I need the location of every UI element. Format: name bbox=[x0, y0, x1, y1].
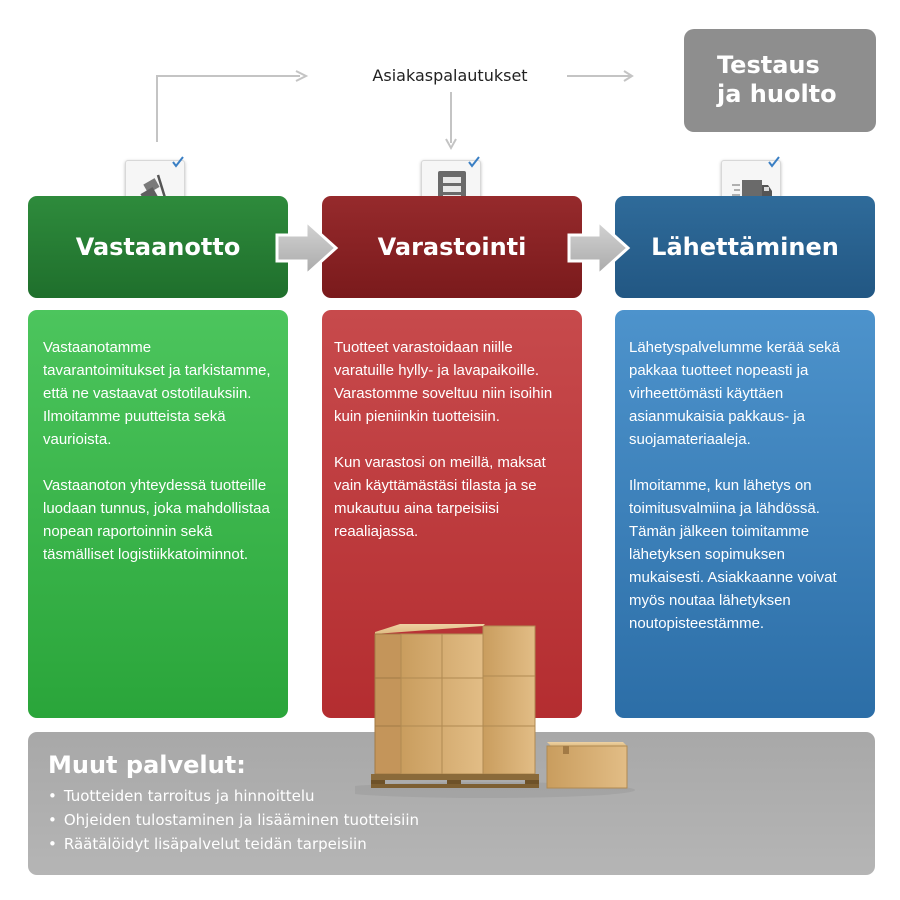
panel-paragraph: Vastaanoton yhteydessä tuotteille luodaa… bbox=[43, 477, 270, 563]
feedback-connector bbox=[156, 70, 634, 151]
list-item: Tuotteiden tarroitus ja hinnoittelu bbox=[48, 784, 875, 808]
testing-maintenance-box: Testaus ja huolto bbox=[684, 29, 876, 132]
list-item: Ohjeiden tulostaminen ja lisääminen tuot… bbox=[48, 808, 875, 832]
list-item: Räätälöidyt lisäpalvelut teidän tarpeisi… bbox=[48, 832, 875, 856]
testing-title-line1: Testaus bbox=[717, 51, 820, 79]
checkmark-icon bbox=[468, 156, 480, 168]
panel-paragraph: Vastaanotamme tavarantoimitukset ja tark… bbox=[43, 339, 271, 448]
step-panel-lahettaminen: Lähetyspalvelumme kerää sekä pakkaa tuot… bbox=[615, 310, 875, 718]
checkmark-icon bbox=[768, 156, 780, 168]
step-header-varastointi: Varastointi bbox=[322, 196, 582, 298]
checkmark-icon bbox=[172, 156, 184, 168]
other-services-list: Tuotteiden tarroitus ja hinnoittelu Ohje… bbox=[48, 784, 875, 856]
flow-arrow-right-icon bbox=[275, 217, 339, 279]
step-panel-vastaanotto: Vastaanotamme tavarantoimitukset ja tark… bbox=[28, 310, 288, 718]
pallet-boxes-image bbox=[355, 624, 635, 798]
feedback-label: Asiakaspalautukset bbox=[372, 66, 528, 85]
step-header-lahettaminen: Lähettäminen bbox=[615, 196, 875, 298]
panel-paragraph: Tuotteet varastoidaan niille varatuille … bbox=[334, 339, 553, 425]
step-panel-varastointi: Tuotteet varastoidaan niille varatuille … bbox=[322, 310, 582, 718]
panel-paragraph: Ilmoitamme, kun lähetys on toimitusvalmi… bbox=[629, 477, 837, 632]
flow-arrow-right-icon bbox=[567, 217, 631, 279]
panel-paragraph: Lähetyspalvelumme kerää sekä pakkaa tuot… bbox=[629, 339, 840, 448]
panel-paragraph: Kun varastosi on meillä, maksat vain käy… bbox=[334, 454, 546, 540]
other-services-title: Muut palvelut: bbox=[48, 751, 246, 779]
testing-title-line2: ja huolto bbox=[717, 80, 837, 108]
step-header-vastaanotto: Vastaanotto bbox=[28, 196, 288, 298]
